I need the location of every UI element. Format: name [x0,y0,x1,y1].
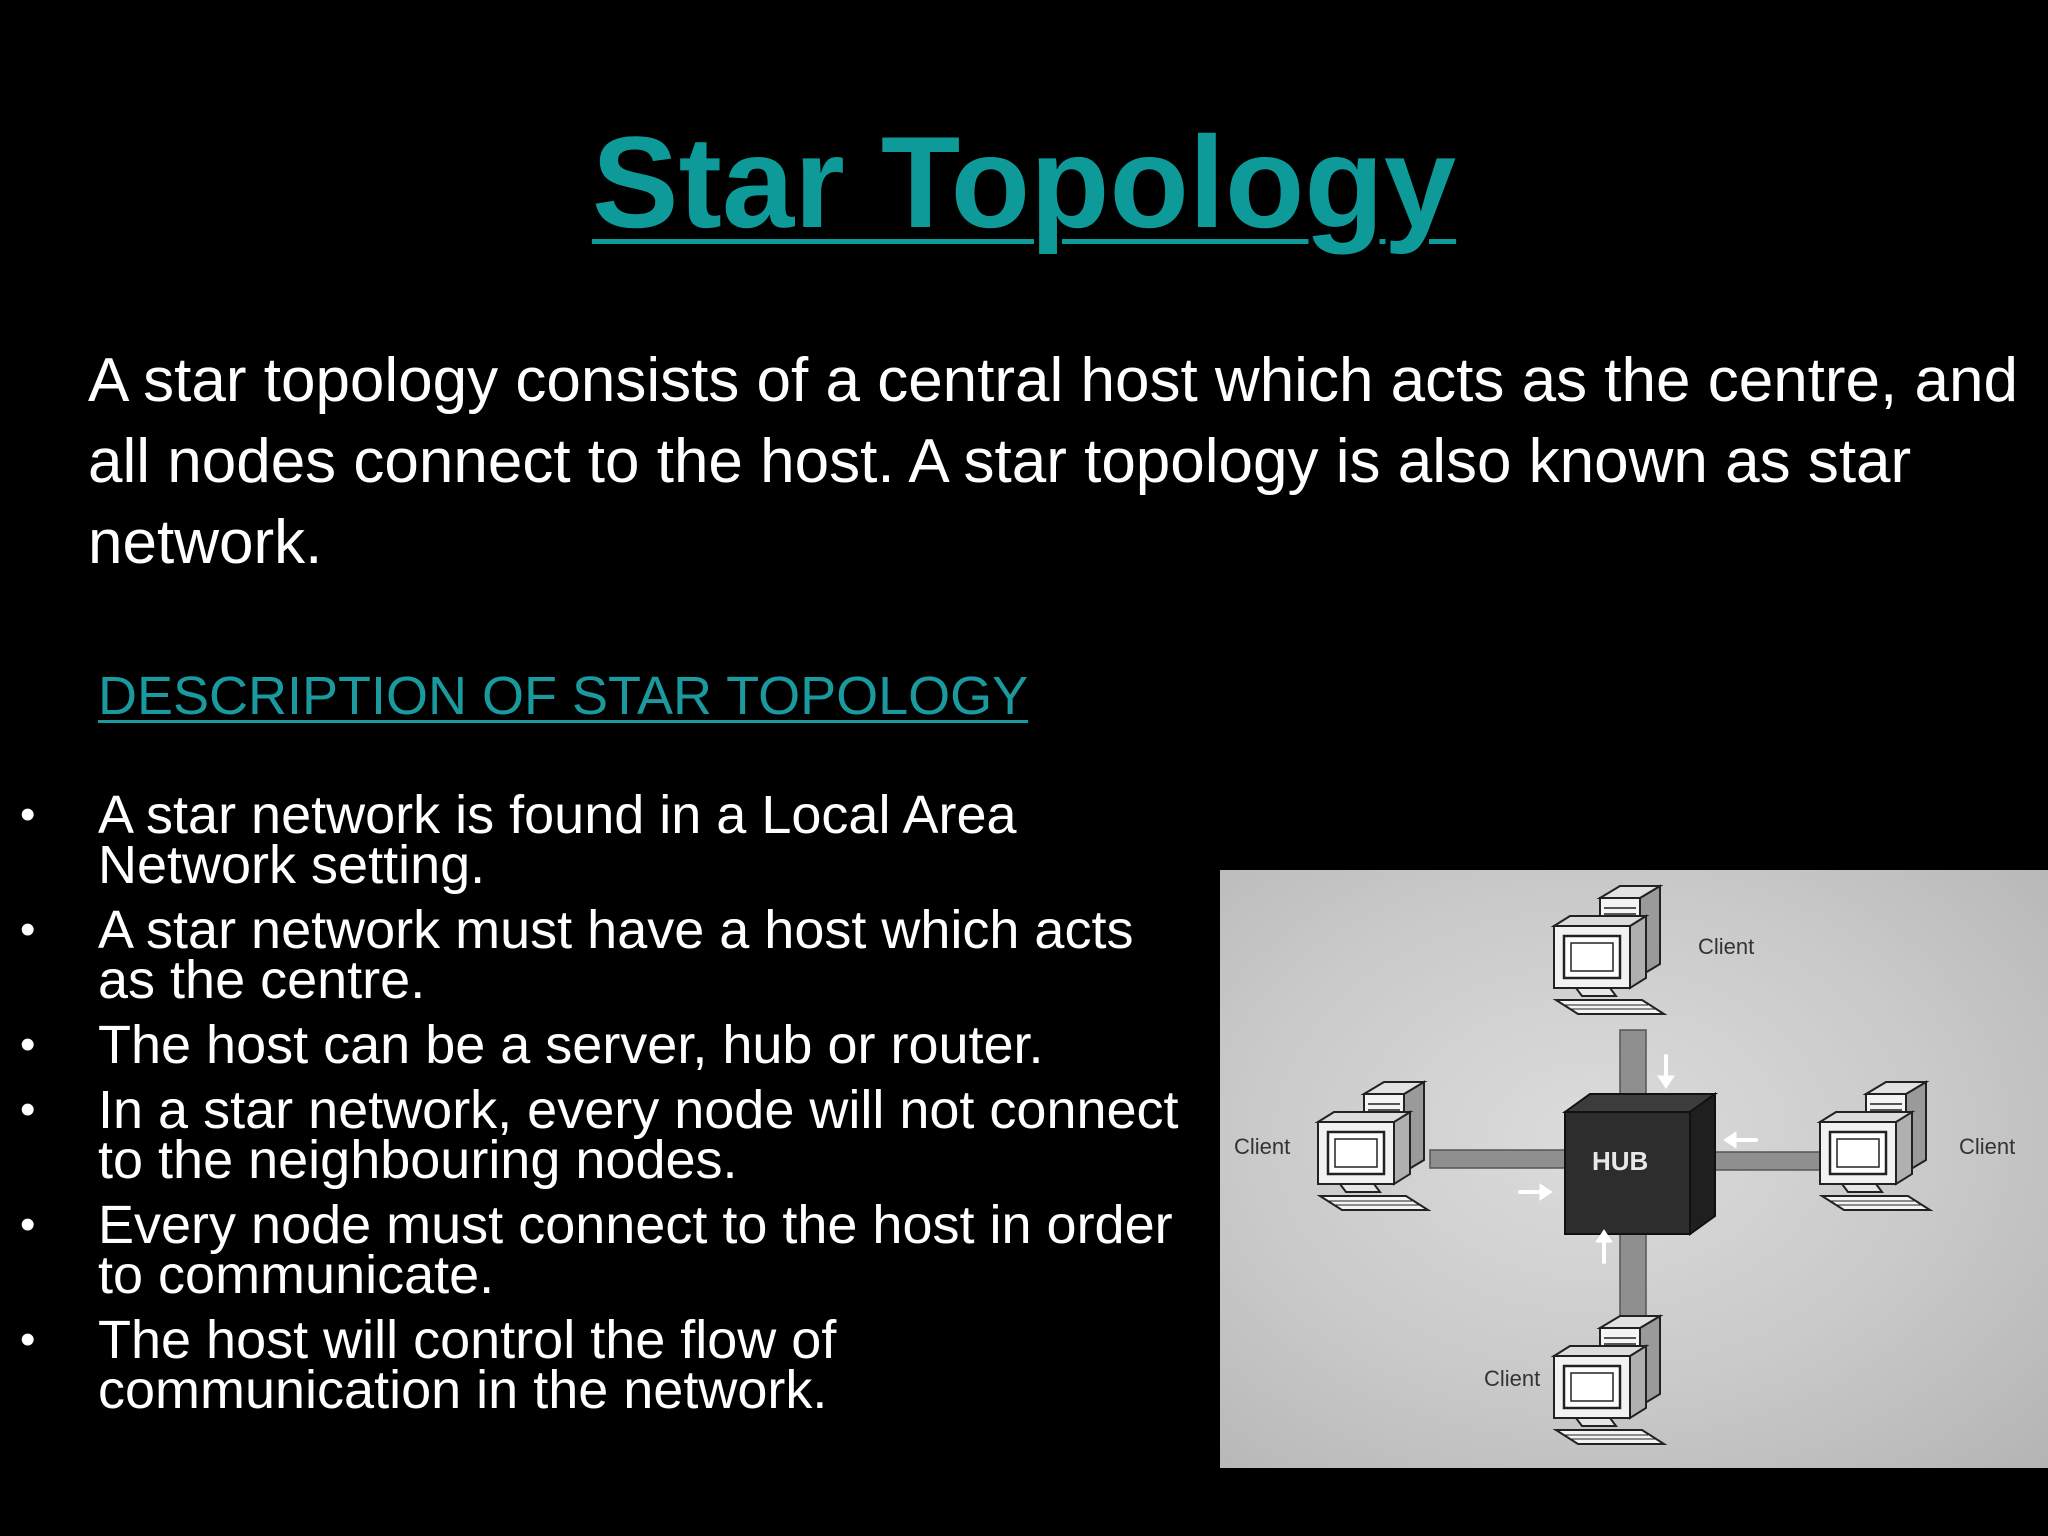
bullet-text: The host can be a server, hub or router. [98,1015,1044,1075]
bullet-icon: • [20,1020,36,1069]
bullet-item: • A star network must have a host which a… [0,903,1180,1007]
bullet-item: • The host will control the flow of commu… [0,1313,1180,1417]
bullet-text: A star network must have a host which ac… [98,900,1134,1010]
bullet-icon: • [20,790,36,839]
star-topology-diagram: HUB Client Client Client Client [1220,870,2048,1468]
computer-icon-right [1818,1080,1932,1212]
hub-icon: HUB [1561,1092,1719,1236]
description-heading: DESCRIPTION OF STAR TOPOLOGY [98,666,1029,726]
bullet-icon: • [20,1200,36,1249]
bullet-text: Every node must connect to the host in o… [98,1195,1173,1305]
bullet-icon: • [20,1315,36,1364]
bullet-text: A star network is found in a Local Area … [98,785,1017,895]
client-label-bottom: Client [1484,1366,1540,1391]
computer-icon-top [1552,884,1666,1016]
bullet-icon: • [20,1085,36,1134]
computer-icon-left [1316,1080,1430,1212]
client-label-left: Client [1234,1134,1290,1159]
bullet-text: The host will control the flow of commun… [98,1310,837,1420]
bullet-text: In a star network, every node will not c… [98,1080,1179,1190]
client-label-top: Client [1698,934,1754,959]
bullet-item: • The host can be a server, hub or router… [0,1018,1180,1072]
bullet-item: • A star network is found in a Local Area… [0,788,1180,892]
bullet-icon: • [20,905,36,954]
computer-icon-bottom [1552,1314,1666,1446]
bullet-item: • In a star network, every node will not … [0,1083,1180,1187]
bullet-list: • A star network is found in a Local Area… [0,788,1180,1430]
bullet-item: • Every node must connect to the host in … [0,1198,1180,1302]
slide-title: Star Topology [591,109,1457,255]
hub-label: HUB [1592,1146,1648,1176]
client-label-right: Client [1959,1134,2015,1159]
intro-paragraph: A star topology consists of a central ho… [88,346,2018,577]
